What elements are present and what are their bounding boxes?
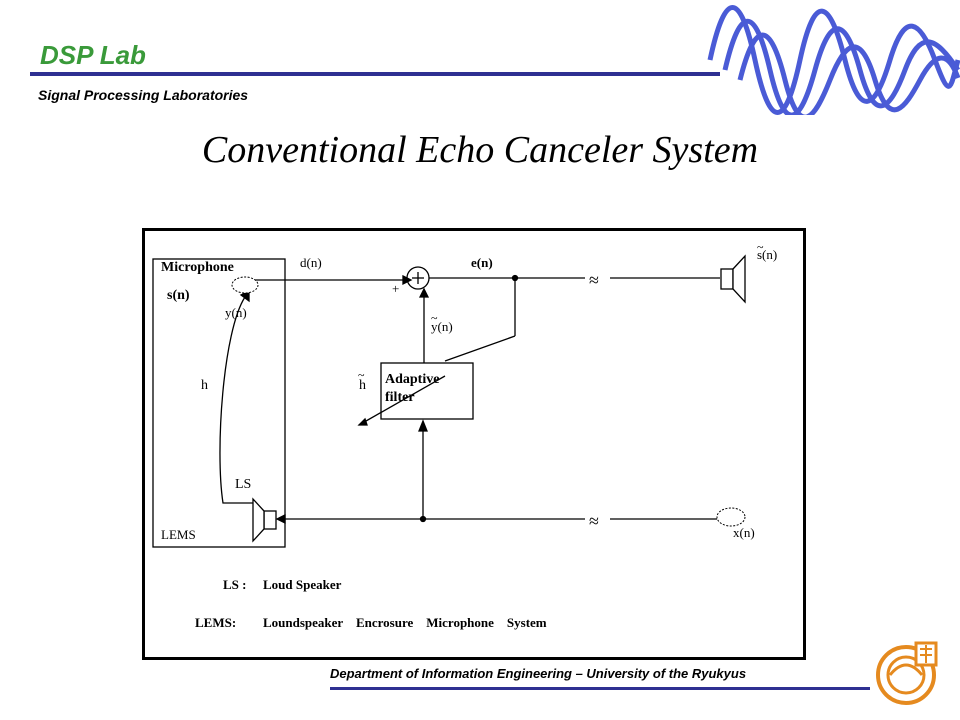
footer-text: Department of Information Engineering – … [330, 666, 747, 681]
s-tilde-n-label: s(n) [757, 247, 777, 262]
lems-label: LEMS [161, 527, 196, 542]
adaptive-filter-box [380, 362, 474, 420]
legend-lems-text: Loundspeaker Encrosure Microphone System [263, 615, 547, 630]
y-n-label: y(n) [225, 305, 247, 320]
h-label: h [201, 378, 208, 393]
microphone-label: Microphone [161, 260, 234, 275]
plus-label: + [392, 281, 399, 296]
header-rule [30, 72, 720, 76]
loudspeaker-icon [252, 497, 277, 543]
far-end-speaker-icon [720, 254, 746, 304]
lab-title: DSP Lab [40, 40, 146, 70]
slide-title: Conventional Echo Canceler System [201, 129, 759, 171]
legend-ls-abbr: LS : [223, 577, 246, 592]
legend-lems-abbr: LEMS: [195, 615, 236, 630]
ls-label: LS [235, 477, 251, 492]
adaptive-label: Adaptive [385, 372, 439, 387]
x-n-label: x(n) [733, 525, 755, 540]
e-n-label: e(n) [471, 255, 493, 270]
far-end-microphone-icon [716, 507, 746, 527]
lems-box [152, 258, 286, 548]
break-mark-top: ≈ [589, 270, 599, 290]
lab-subtitle: Signal Processing Laboratories [38, 87, 249, 103]
h-tilde-label: h [359, 378, 366, 393]
microphone-icon [231, 276, 259, 294]
footer-rule [330, 687, 870, 690]
university-emblem-icon [876, 641, 938, 705]
filter-label: filter [385, 390, 415, 405]
echo-canceler-diagram: ≈ ≈ Microphone s(n) d(n) e(n) + s(n) ~ y… [142, 228, 806, 660]
y-tilde-mark: ~ [431, 311, 438, 325]
d-n-label: d(n) [300, 255, 322, 270]
y-tilde-n-label: y(n) [431, 319, 453, 334]
legend-ls-text: Loud Speaker [263, 577, 342, 592]
h-tilde-mark: ~ [358, 368, 365, 382]
s-tilde-mark: ~ [757, 240, 764, 254]
sine-wave-icon [707, 5, 960, 115]
break-mark-bottom: ≈ [589, 511, 599, 531]
s-n-label: s(n) [167, 288, 190, 303]
diagram-canvas: ≈ ≈ Microphone s(n) d(n) e(n) + s(n) ~ y… [152, 240, 777, 630]
